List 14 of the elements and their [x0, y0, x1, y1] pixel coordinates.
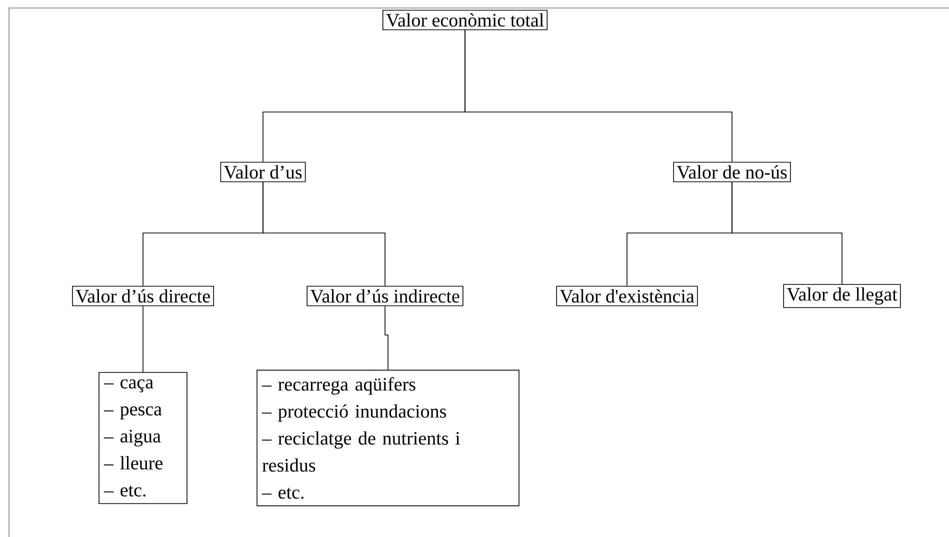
- list-box: – recarrega aqüifers – protecció inundacions – reciclatge de nutrients i residus – etc.: [256, 370, 520, 506]
- value-box: Valor de no-ús: [673, 162, 791, 182]
- value-box: Valor d’us: [220, 162, 306, 182]
- value-box: Valor de llegat: [783, 284, 901, 308]
- value-box: Valor d’ús indirecte: [306, 286, 464, 306]
- value-box: Valor d’ús directe: [72, 286, 214, 306]
- value-box: Valor econòmic total: [382, 10, 548, 30]
- connector-line: [464, 30, 732, 162]
- connector-line: [262, 182, 386, 286]
- list-box: – caça – pesca – aigua – lleure – etc.: [98, 372, 188, 504]
- connector-line: [732, 182, 842, 284]
- connector-line: [142, 306, 144, 372]
- connector-line: [384, 306, 388, 370]
- value-box: Valor d'existència: [556, 286, 698, 306]
